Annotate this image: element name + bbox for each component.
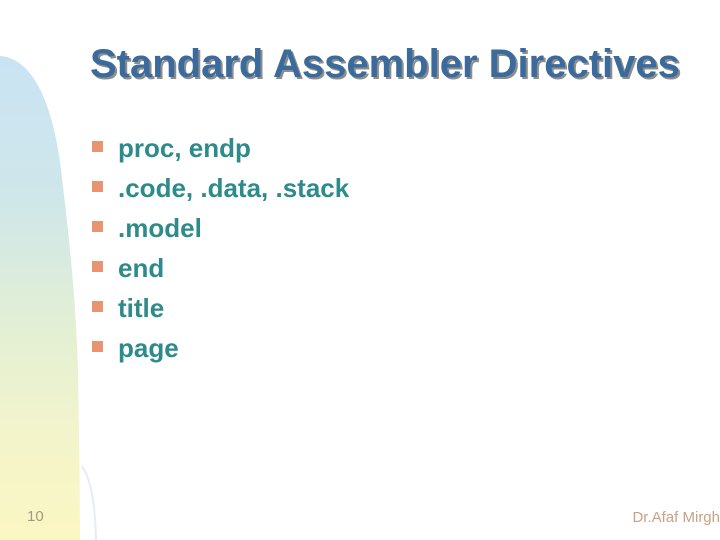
- bullet-square-icon: [92, 221, 103, 232]
- bullet-text: .model: [118, 213, 202, 243]
- bullet-item: page: [92, 328, 349, 368]
- bullet-square-icon: [92, 301, 103, 312]
- bullet-item: title: [92, 288, 349, 328]
- bullet-list: proc, endp .code, .data, .stack .model e…: [92, 128, 349, 368]
- bullet-item: .model: [92, 208, 349, 248]
- slide-title: Standard Assembler Directives: [90, 42, 680, 86]
- bullet-text: title: [118, 293, 165, 323]
- bullet-item: .code, .data, .stack: [92, 168, 349, 208]
- bullet-item: end: [92, 248, 349, 288]
- faint-outer-curve: [81, 465, 97, 540]
- bullet-square-icon: [92, 181, 103, 192]
- bullet-text: end: [118, 253, 165, 283]
- gradient-band-shape: [0, 56, 80, 540]
- bullet-text: .code, .data, .stack: [118, 173, 350, 203]
- decorative-gradient-band: [0, 56, 97, 540]
- bullet-text: page: [118, 333, 179, 363]
- bullet-square-icon: [92, 341, 103, 352]
- footer-author: Dr.Afaf Mirgh: [632, 509, 720, 526]
- page-number: 10: [27, 508, 44, 525]
- bullet-item: proc, endp: [92, 128, 349, 168]
- bullet-text: proc, endp: [118, 133, 251, 163]
- bullet-square-icon: [92, 261, 103, 272]
- bullet-square-icon: [92, 141, 103, 152]
